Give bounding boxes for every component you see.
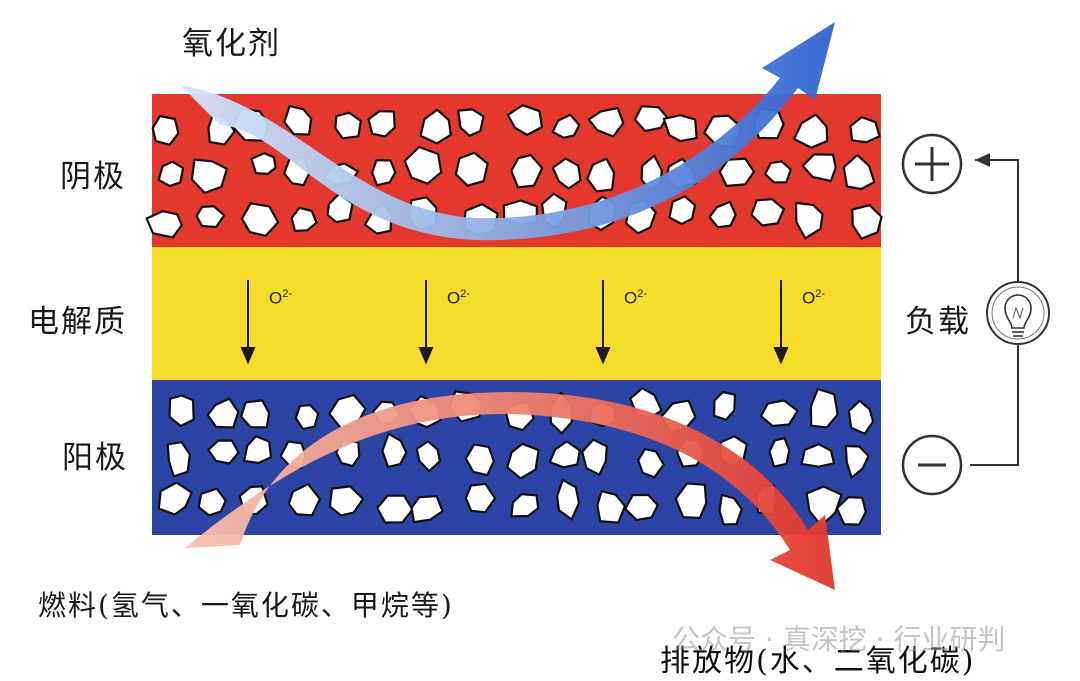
- pore: [290, 206, 318, 232]
- pore: [376, 494, 414, 524]
- pore: [581, 438, 608, 476]
- pore: [792, 113, 829, 149]
- pore: [195, 205, 226, 229]
- pore: [668, 195, 697, 226]
- pore: [548, 440, 581, 469]
- pore: [510, 153, 544, 189]
- pore: [240, 202, 280, 237]
- pore: [712, 390, 737, 421]
- pore: [674, 482, 708, 520]
- pore: [801, 153, 837, 183]
- pore: [157, 481, 193, 516]
- anode-label: 阳极: [62, 440, 128, 476]
- pore: [842, 154, 876, 191]
- pore: [328, 485, 365, 517]
- ion-label: O2-: [269, 288, 293, 308]
- pore: [157, 160, 185, 188]
- external-circuit: [970, 153, 1019, 466]
- pore: [403, 145, 443, 185]
- pore: [633, 105, 669, 133]
- pore: [587, 106, 625, 138]
- pore: [637, 448, 665, 479]
- pore: [243, 435, 273, 465]
- pore: [551, 157, 582, 190]
- pore: [809, 387, 839, 429]
- pore: [624, 493, 659, 522]
- pore: [145, 210, 183, 239]
- pore: [750, 198, 786, 227]
- pore: [759, 399, 799, 428]
- pore: [367, 110, 396, 138]
- ion-arrow: [595, 280, 611, 365]
- pore: [464, 443, 495, 477]
- pore: [510, 493, 540, 518]
- pore: [294, 404, 320, 430]
- oxidant-flow-arrow: [180, 22, 835, 241]
- ion-arrows: [240, 280, 789, 365]
- pore: [207, 439, 240, 465]
- exhaust-label: 排放物(水、二氧化碳): [660, 644, 976, 679]
- fuel-label: 燃料(氢气、一氧化碳、甲烷等): [38, 589, 454, 622]
- pore: [844, 444, 870, 479]
- ion-label: O2-: [447, 288, 471, 308]
- pore: [708, 200, 737, 229]
- cathode-label: 阴极: [60, 159, 126, 195]
- pore: [381, 432, 408, 468]
- pore: [464, 482, 497, 514]
- pore: [240, 399, 271, 429]
- pore: [206, 397, 240, 429]
- pore: [586, 157, 616, 193]
- electrolyte-label: 电解质: [28, 304, 127, 340]
- pore: [197, 487, 227, 517]
- pore: [454, 151, 489, 187]
- pore: [334, 111, 362, 140]
- pore: [596, 490, 627, 524]
- pore: [166, 441, 191, 478]
- pore: [506, 442, 540, 480]
- ion-label: O2-: [624, 288, 648, 308]
- lightbulb-icon: [986, 281, 1050, 345]
- fuel-flow-arrow: [185, 392, 835, 590]
- electrolyte-layer: [152, 247, 881, 380]
- pore: [457, 108, 485, 137]
- pore: [168, 394, 195, 428]
- load-label: 负载: [905, 304, 971, 340]
- pore: [410, 495, 444, 524]
- ion-arrow: [418, 280, 434, 365]
- ion-arrow: [773, 280, 789, 365]
- pore: [250, 152, 277, 175]
- pore: [419, 108, 452, 145]
- pore: [551, 113, 581, 139]
- negative-terminal-icon: [901, 434, 963, 496]
- pore: [283, 104, 313, 136]
- pore: [800, 443, 836, 468]
- pore: [662, 114, 698, 143]
- oxidant-label: 氧化剂: [182, 26, 281, 62]
- pore: [151, 114, 180, 146]
- watermark: 公众号 · 真深挖 · 行业研判: [672, 623, 1006, 656]
- pore: [763, 160, 792, 184]
- pore: [287, 483, 321, 517]
- pore: [718, 493, 743, 526]
- ion-label: O2-: [802, 288, 826, 308]
- pore: [835, 496, 867, 526]
- ion-arrow: [240, 280, 256, 365]
- pore: [415, 440, 442, 473]
- pore: [849, 115, 881, 144]
- pore: [794, 201, 824, 240]
- pore: [768, 437, 791, 468]
- pore: [506, 104, 544, 136]
- pore: [190, 158, 228, 194]
- pore: [371, 159, 397, 187]
- pore: [847, 399, 875, 435]
- pore: [851, 204, 883, 240]
- pore: [555, 478, 581, 521]
- positive-terminal-icon: [901, 133, 963, 195]
